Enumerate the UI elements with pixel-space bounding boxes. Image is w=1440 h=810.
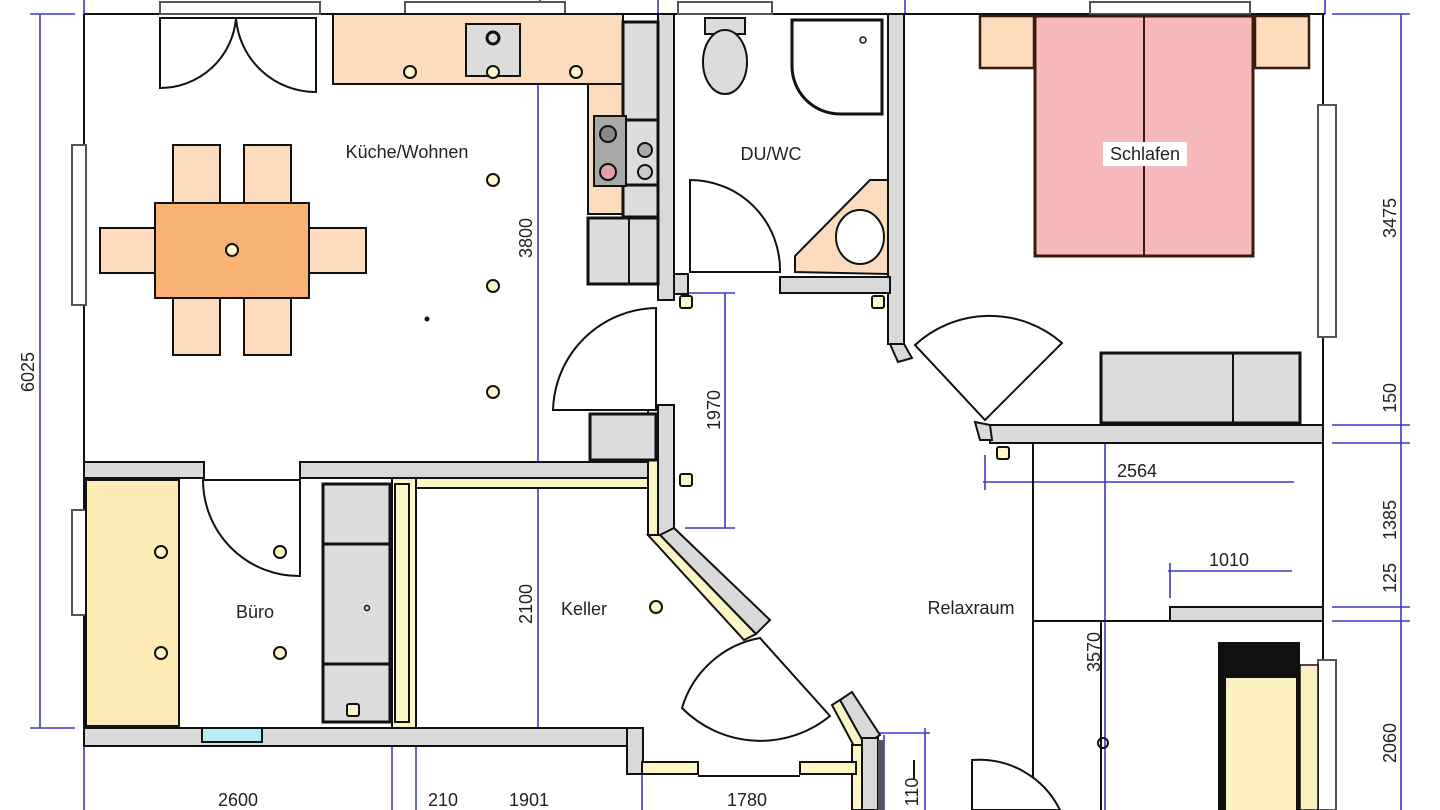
dim-left-total: 6025 [18,352,38,392]
bathroom-fixtures [702,17,889,276]
dim-right-bottom: 2060 [1380,723,1400,763]
room-label-keller: Keller [561,599,607,619]
dim-bottom-entry: 1780 [727,790,767,810]
dim-right-top: 3475 [1380,198,1400,238]
dim-relax-width: 2564 [1117,461,1157,481]
dim-bottom-step: 110 [902,778,922,807]
dim-right-small: 125 [1380,563,1400,593]
room-label-kueche: Küche/Wohnen [346,142,469,162]
room-label-relaxraum: Relaxraum [927,598,1014,618]
dim-right-wall: 150 [1380,383,1400,413]
dim-keller-height: 2100 [516,584,536,624]
dim-right-mid: 1385 [1380,500,1400,540]
light-fixtures [154,65,1109,749]
room-label-duwc: DU/WC [741,144,802,164]
kitchen-furniture [99,13,660,462]
dim-niche-width: 1010 [1209,550,1249,570]
office-furniture [85,479,1319,810]
room-label-buero: Büro [236,602,274,622]
dimension-labels: 6025 3800 1970 2100 3475 150 1385 125 20… [18,198,1400,810]
dim-relax-height: 3570 [1084,632,1104,672]
dim-bottom-wall: 210 [428,790,458,810]
interior-walls [83,13,1324,810]
bedroom-furniture [978,14,1311,425]
dim-bottom-buero: 2600 [218,790,258,810]
dim-bottom-keller: 1901 [509,790,549,810]
dim-kitchen-height: 3800 [516,218,536,258]
room-label-schlafen: Schlafen [1110,144,1180,164]
room-labels: Küche/Wohnen DU/WC Schlafen Büro Keller … [236,142,1187,622]
windows [71,1,1337,810]
dim-hall-height: 1970 [704,390,724,430]
